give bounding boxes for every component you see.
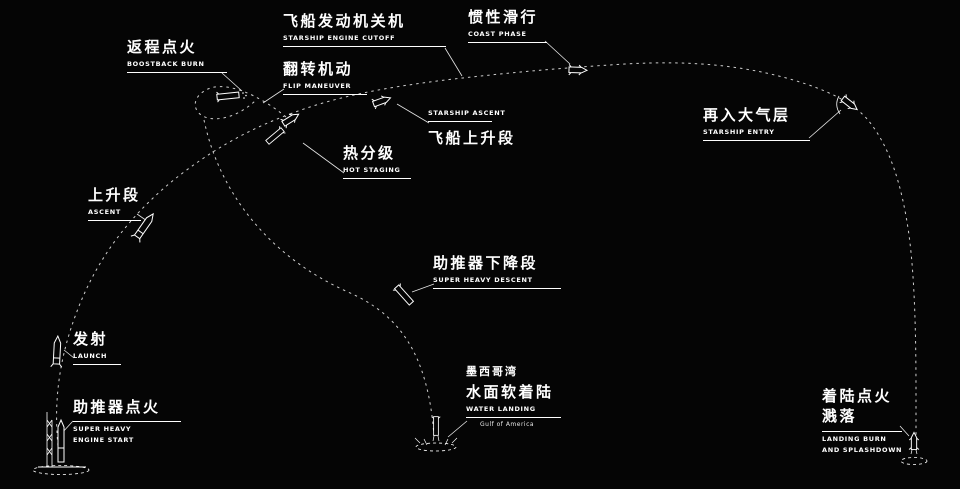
flame-icon bbox=[432, 435, 440, 442]
trajectory-paths bbox=[56, 62, 917, 450]
label-en: STARSHIP ENGINE CUTOFF bbox=[283, 34, 396, 43]
label-en: HOT STAGING bbox=[343, 166, 401, 175]
label-en: ENGINE START bbox=[73, 436, 134, 445]
label-underline bbox=[468, 42, 547, 44]
label-zh: 再入大气层 bbox=[703, 106, 791, 124]
label-en: ASCENT bbox=[88, 208, 121, 217]
label-en: LANDING BURN bbox=[822, 434, 887, 443]
leader-lines bbox=[60, 40, 910, 438]
label-underline bbox=[466, 417, 561, 419]
coast-starship-icon bbox=[568, 63, 588, 77]
starship-ascent-icon bbox=[371, 92, 393, 110]
leader-launch bbox=[63, 349, 75, 359]
label-en: BOOSTBACK BURN bbox=[127, 60, 205, 69]
label-zh: 助推器点火 bbox=[73, 398, 161, 416]
splash-icon bbox=[414, 437, 458, 452]
label-zh: 翻转机动 bbox=[283, 60, 354, 78]
leader-water-landing bbox=[447, 420, 468, 438]
label-zh: 飞船上升段 bbox=[428, 129, 516, 147]
leader-sh-descent bbox=[411, 283, 435, 293]
leader-landing-burn bbox=[899, 425, 910, 437]
label-water-landing: 墨西哥湾 水面软着陆 WATER LANDING Gulf of America bbox=[466, 363, 561, 428]
label-en: STARSHIP ASCENT bbox=[428, 109, 506, 117]
label-underline bbox=[703, 140, 810, 142]
label-underline bbox=[73, 364, 121, 366]
flame-icon bbox=[910, 449, 918, 455]
launch-rocket-stack-icon bbox=[50, 335, 64, 368]
label-underline bbox=[73, 421, 181, 423]
leader-hot-staging bbox=[302, 142, 345, 174]
splashdown-starship-icon bbox=[900, 431, 928, 465]
label-underline bbox=[428, 121, 492, 122]
label-underline bbox=[283, 94, 367, 96]
leader-boostback bbox=[221, 72, 243, 92]
label-flip-maneuver: 翻转机动 FLIP MANEUVER bbox=[283, 59, 367, 96]
label-underline bbox=[343, 178, 411, 180]
leader-flip bbox=[262, 88, 285, 104]
water-landing-booster-icon bbox=[414, 416, 458, 452]
label-super-heavy-descent: 助推器下降段 SUPER HEAVY DESCENT bbox=[433, 253, 561, 290]
leader-ship-ascent bbox=[396, 103, 430, 124]
label-zh: 发射 bbox=[73, 330, 109, 348]
label-underline bbox=[822, 430, 903, 432]
label-launch: 发射 LAUNCH bbox=[73, 329, 121, 366]
trajectory-boostback-loop-path bbox=[194, 86, 287, 120]
label-zh: 溅落 bbox=[822, 407, 858, 426]
flame-icon bbox=[242, 92, 247, 99]
label-starship-entry: 再入大气层 STARSHIP ENTRY bbox=[703, 105, 810, 142]
label-en: COAST PHASE bbox=[468, 30, 527, 39]
leader-cutoff bbox=[444, 47, 463, 77]
entry-plasma-icon bbox=[836, 95, 841, 115]
label-underline bbox=[88, 220, 141, 222]
label-coast-phase: 惯性滑行 COAST PHASE bbox=[468, 7, 547, 44]
label-zh: 飞船发动机关机 bbox=[283, 12, 406, 30]
label-en-sub: Gulf of America bbox=[480, 421, 535, 429]
label-en: AND SPLASHDOWN bbox=[822, 445, 903, 454]
label-en: WATER LANDING bbox=[466, 405, 536, 414]
leader-entry bbox=[808, 109, 842, 139]
label-underline bbox=[127, 72, 227, 74]
label-underline bbox=[283, 46, 446, 48]
label-starship-ascent: STARSHIP ASCENT 飞船上升段 bbox=[428, 109, 516, 148]
label-zh: 着陆点火 bbox=[822, 387, 893, 405]
label-en: STARSHIP ENTRY bbox=[703, 128, 775, 137]
launch-pad-icon bbox=[32, 412, 90, 475]
label-super-heavy-engine-start: 助推器点火 SUPER HEAVY ENGINE START bbox=[73, 397, 181, 444]
label-region: 墨西哥湾 bbox=[466, 365, 518, 378]
label-starship-engine-cutoff: 飞船发动机关机 STARSHIP ENGINE CUTOFF bbox=[283, 11, 446, 48]
label-hot-staging: 热分级 HOT STAGING bbox=[343, 143, 411, 180]
label-landing-burn-splashdown: 着陆点火 溅落 LANDING BURN AND SPLASHDOWN bbox=[822, 386, 903, 454]
label-zh: 返程点火 bbox=[127, 38, 198, 56]
hot-staging-booster-icon bbox=[264, 125, 286, 147]
label-underline bbox=[433, 288, 561, 290]
label-zh: 上升段 bbox=[88, 186, 141, 204]
boostback-booster-icon bbox=[216, 89, 247, 103]
trajectory-booster-descent-path bbox=[203, 119, 435, 437]
label-en: SUPER HEAVY DESCENT bbox=[433, 276, 533, 285]
label-boostback-burn: 返程点火 BOOSTBACK BURN bbox=[127, 37, 227, 74]
trajectory-starship-path bbox=[289, 62, 917, 450]
descent-booster-icon bbox=[392, 282, 416, 308]
trajectory-ascent-path bbox=[56, 113, 291, 447]
label-en: SUPER HEAVY bbox=[73, 425, 132, 434]
label-en: LAUNCH bbox=[73, 352, 108, 361]
label-ascent: 上升段 ASCENT bbox=[88, 185, 141, 222]
splash-icon bbox=[900, 457, 928, 465]
label-zh: 热分级 bbox=[343, 144, 396, 162]
label-en: FLIP MANEUVER bbox=[283, 82, 352, 91]
label-zh: 水面软着陆 bbox=[466, 383, 554, 401]
leader-coast bbox=[544, 40, 571, 65]
entry-starship-icon bbox=[836, 93, 861, 115]
label-zh: 助推器下降段 bbox=[433, 254, 539, 272]
label-zh: 惯性滑行 bbox=[468, 8, 539, 26]
hot-staging-starship-icon bbox=[280, 109, 302, 129]
